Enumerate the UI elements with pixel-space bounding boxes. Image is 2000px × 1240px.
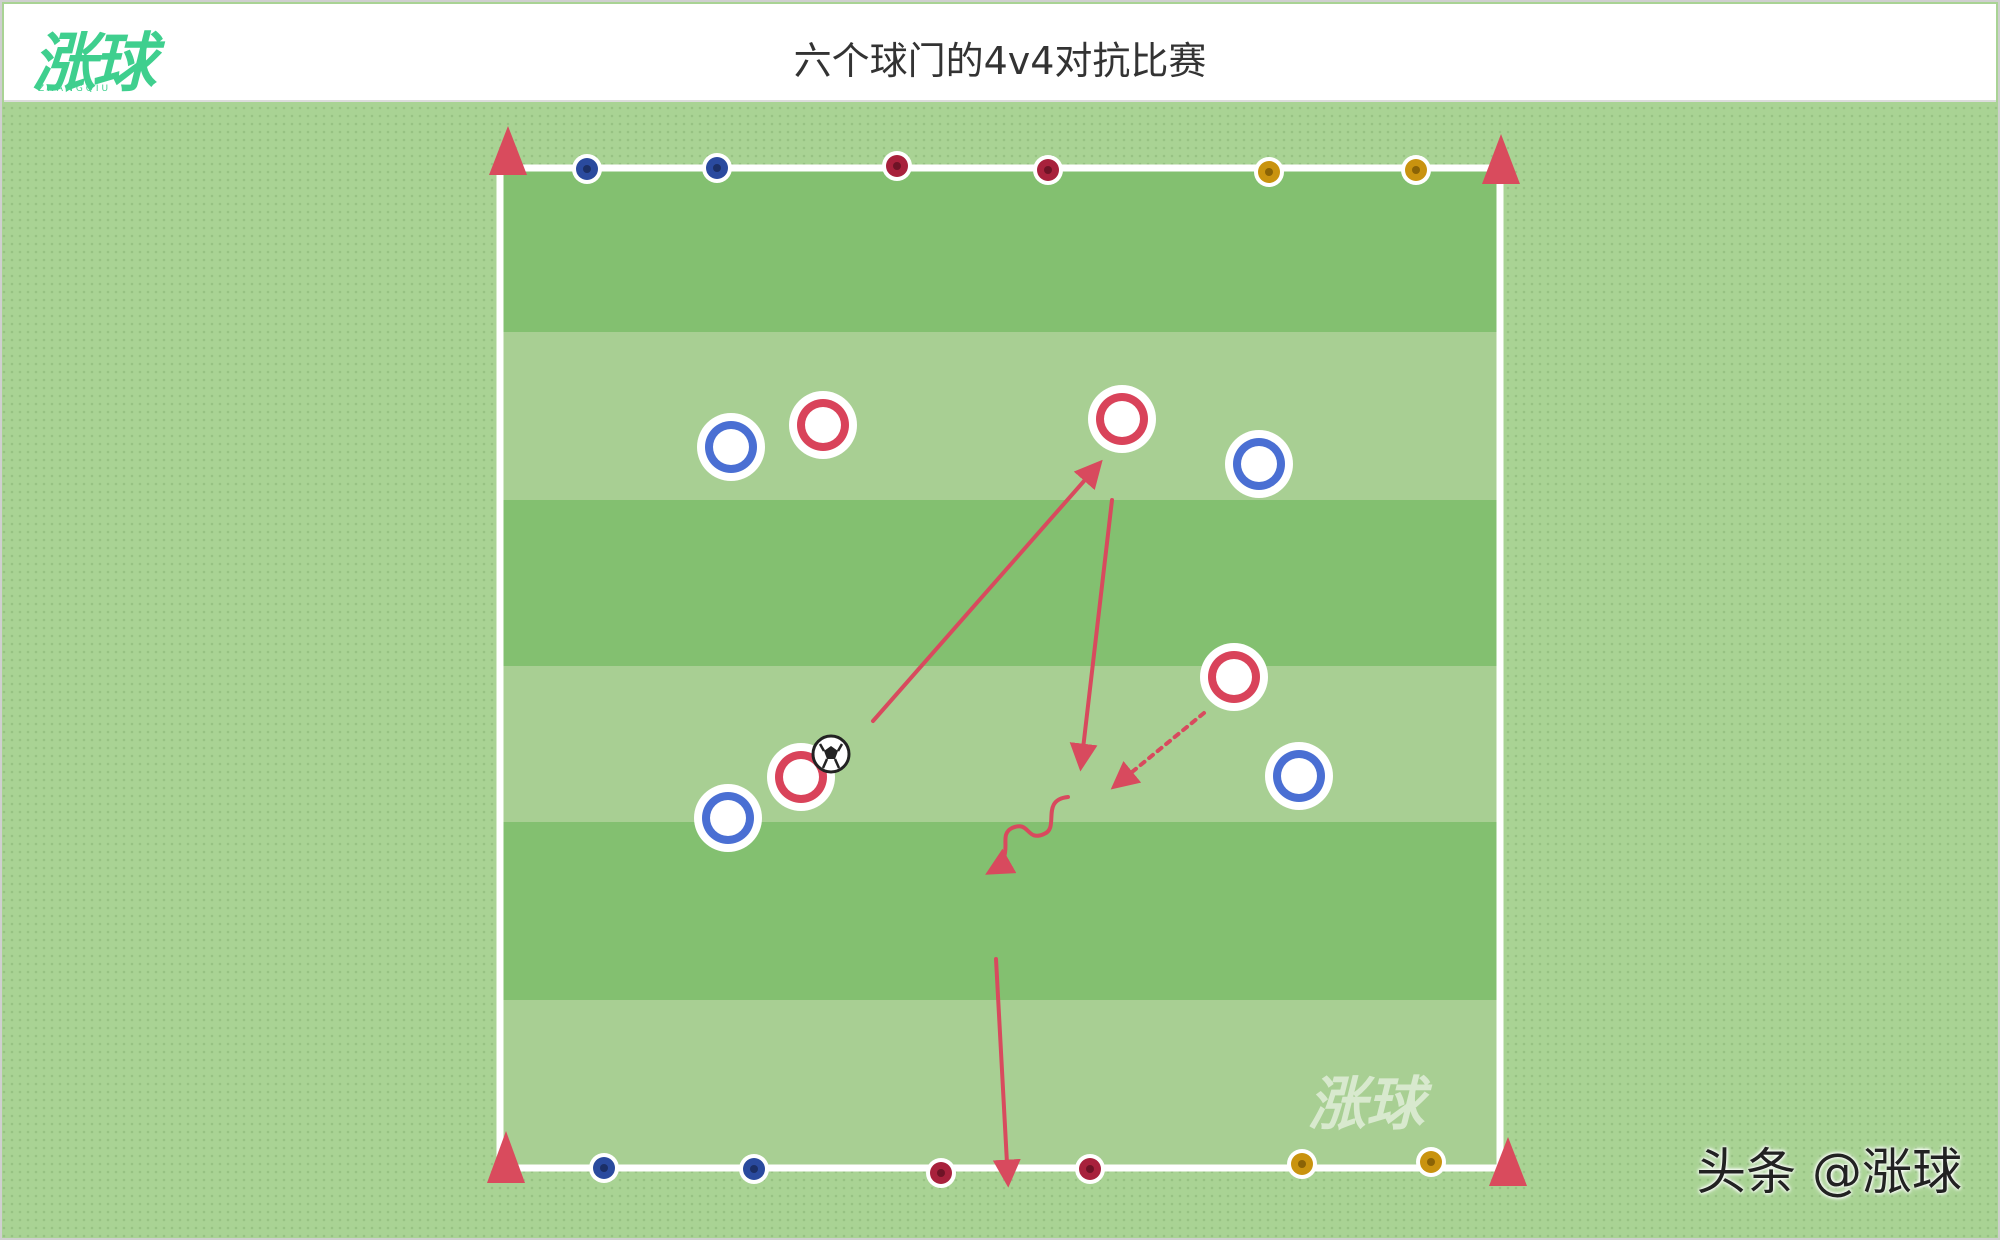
players xyxy=(694,385,1333,852)
goal-marker xyxy=(1416,1147,1446,1177)
goal-marker xyxy=(702,153,732,183)
goal-marker xyxy=(926,1158,956,1188)
logo: 涨球 xyxy=(32,27,156,101)
pitch-stripe xyxy=(503,500,1497,666)
diagram-title: 六个球门的4v4对抗比赛 xyxy=(793,39,1207,83)
movement-arrows xyxy=(871,459,1206,1188)
goal-marker xyxy=(572,154,602,184)
pitch-stripe xyxy=(503,332,1497,500)
player-blue xyxy=(694,784,762,852)
player-red-with-ball xyxy=(767,743,835,811)
goal-marker xyxy=(739,1154,769,1184)
pitch-stripe xyxy=(503,170,1497,332)
logo-subtext: ZHANGQIU xyxy=(38,84,112,94)
goal-marker xyxy=(1075,1154,1105,1184)
player-red xyxy=(1088,385,1156,453)
player-blue xyxy=(1265,742,1333,810)
cone-icon xyxy=(1482,134,1520,184)
pitch-stripe xyxy=(503,666,1497,822)
dribble-arrow xyxy=(985,795,1070,875)
goal-markers xyxy=(572,151,1446,1188)
watermark-logo: 涨球 xyxy=(1308,1070,1433,1138)
pass-arrow xyxy=(871,459,1103,723)
goal-marker xyxy=(1287,1149,1317,1179)
goal-marker xyxy=(1033,155,1063,185)
pass-arrow xyxy=(1069,498,1114,772)
player-blue xyxy=(697,413,765,481)
player-blue xyxy=(1225,430,1293,498)
goal-marker xyxy=(589,1153,619,1183)
soccer-ball-icon xyxy=(811,734,851,774)
cone-icon xyxy=(1489,1137,1527,1186)
run-arrow xyxy=(1110,711,1206,790)
goal-marker xyxy=(1401,155,1431,185)
goal-marker xyxy=(882,151,912,181)
player-red xyxy=(789,391,857,459)
cone-icon xyxy=(489,126,527,175)
pitch-stripe xyxy=(503,822,1497,1000)
source-credit: 头条 @涨球 xyxy=(1696,1143,1962,1201)
cone-icon xyxy=(487,1131,525,1183)
player-red xyxy=(1200,643,1268,711)
goal-marker xyxy=(1254,157,1284,187)
header-bar: 涨球 ZHANGQIU 六个球门的4v4对抗比赛 xyxy=(4,4,1996,102)
corner-cones xyxy=(487,126,1527,1186)
shot-arrow xyxy=(992,957,1021,1188)
